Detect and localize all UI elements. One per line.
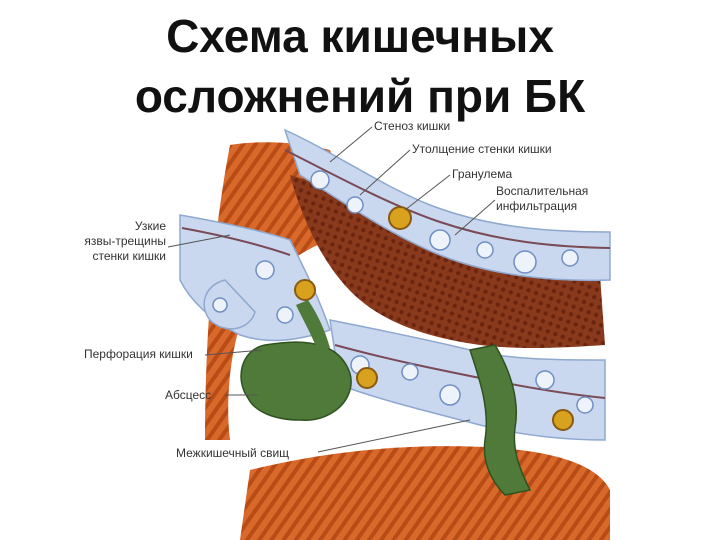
serosa-lower (240, 446, 610, 540)
label-abscess: Абсцесс (165, 388, 212, 402)
title-line-2: осложнений при БК (134, 70, 586, 122)
perforation-channel (296, 300, 330, 352)
label-inflammatory-line-2: инфильтрация (496, 199, 578, 213)
muscle-line-1 (284, 149, 611, 249)
label-wall-thickening: Утолщение стенки кишки (412, 142, 552, 156)
label-fissures-line-3: стенки кишки (92, 249, 166, 263)
label-perforation: Перфорация кишки (84, 347, 193, 361)
fistula (469, 344, 532, 496)
submucosa-lower (329, 319, 606, 441)
label-inflammatory-infiltration: Воспалительная инфильтрация (496, 184, 588, 214)
label-fissures-line-2: язвы-трещины (84, 234, 166, 248)
submucosa-pouch (203, 279, 256, 330)
label-stenosis: Стеноз кишки (374, 119, 451, 133)
abscess (240, 341, 352, 421)
label-narrow-fissures: Узкие язвы-трещины стенки кишки (66, 219, 166, 264)
muscle-line-2 (181, 227, 291, 256)
label-fissures-line-1: Узкие (134, 219, 166, 233)
label-inflammatory-line-1: Воспалительная (496, 184, 589, 198)
granulomas (294, 206, 574, 431)
label-leader-lines (167, 126, 496, 453)
title-line-1: Схема кишечных (166, 10, 554, 62)
slide-title: Схема кишечных осложнений при БК (0, 6, 720, 126)
label-fistula: Межкишечный свищ (176, 446, 290, 460)
label-granuloma: Гранулема (452, 167, 513, 181)
